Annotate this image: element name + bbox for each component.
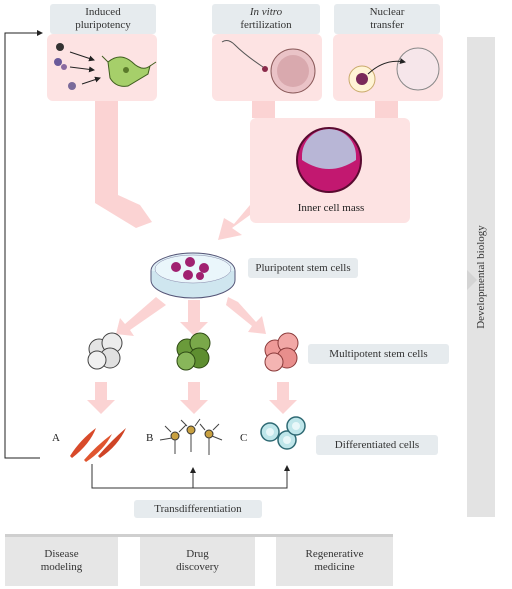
multipotent-cell-grey-icon [87, 332, 123, 370]
arrow-ivf-down [252, 101, 275, 118]
blastocyst-icon [296, 127, 362, 193]
ivf-text: fertilization [240, 19, 292, 31]
differentiated-cells-label: Differentiated cells [316, 435, 438, 455]
transdifferentiation-label: Transdifferentiation [134, 500, 262, 518]
ivf-italic-text: In vitro [249, 6, 283, 18]
feedback-line [4, 30, 43, 459]
side-bar-arrow-tip [467, 270, 477, 290]
petri-dish-icon [150, 252, 236, 299]
app-tab-1 [5, 537, 118, 586]
fibroblast-icon [101, 55, 157, 87]
nuclear-transfer-icon [348, 47, 440, 93]
nuclear-transfer-label: Nuclear transfer [334, 4, 440, 34]
arrow-induced-down [95, 101, 152, 228]
ivf-label: In vitro fertilization [212, 4, 320, 34]
applications-bar [5, 534, 393, 537]
app-tab-3 [276, 537, 393, 586]
reprogramming-factors-icon [54, 43, 101, 90]
label-a: A [52, 432, 60, 444]
app-tab-2 [140, 537, 255, 586]
arrow-to-cell-3 [226, 297, 266, 334]
multipotent-cell-pink-icon [264, 332, 299, 372]
neurons-icon [159, 418, 223, 455]
drug-discovery-label: Drug discovery [176, 548, 219, 573]
label-b: B [146, 432, 154, 444]
induced-pluripotency-label: Induced pluripotency [50, 4, 156, 34]
muscle-cells-icon [70, 428, 126, 462]
arrow-nuclear-down [375, 101, 398, 118]
disease-modeling-label: Disease modeling [40, 548, 83, 573]
nuclear-transfer-text: Nuclear transfer [369, 6, 405, 31]
pluripotent-stem-cells-label: Pluripotent stem cells [248, 258, 358, 278]
multipotent-stem-cells-label: Multipotent stem cells [308, 344, 449, 364]
arrow-multi-diff-2 [180, 382, 208, 414]
arrow-multi-diff-1 [87, 382, 115, 414]
induced-pluripotency-text: Induced pluripotency [75, 6, 131, 31]
arrow-to-cell-1 [116, 297, 166, 336]
multipotent-cell-green-icon [176, 332, 211, 371]
fertilization-icon [221, 40, 316, 94]
regenerative-medicine-label: Regenerative medicine [305, 548, 364, 573]
arrow-multi-diff-3 [269, 382, 297, 414]
arrow-to-cell-2 [180, 300, 208, 336]
blood-cells-icon [260, 416, 306, 450]
transdifferentiation-bracket [91, 464, 290, 489]
arrow-inner-to-pluri [218, 190, 250, 240]
label-c: C [240, 432, 248, 444]
inner-cell-mass-label: Inner cell mass [297, 202, 365, 214]
developmental-biology-label: Developmental biology [475, 225, 487, 329]
